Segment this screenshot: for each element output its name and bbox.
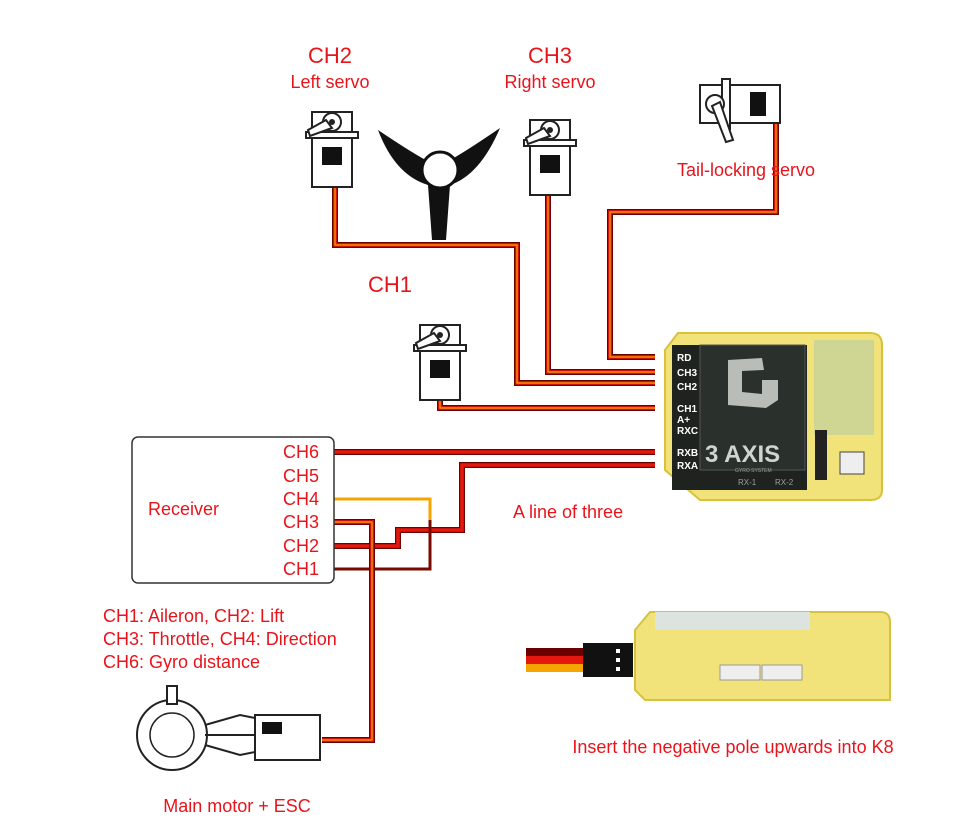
motor-esc-icon [136,685,321,771]
receiver-box [131,436,335,584]
ch1-title: CH1 [368,272,412,297]
pin-ch2: CH2 [677,382,697,393]
pin-rxb: RXB [677,448,698,459]
wire-ch2-left-servo [332,188,655,386]
ch3-title: CH3 [528,43,572,68]
gyro-board: 3 AXIS GYRO SYSTEM RX-1 RX-2 RD CH3 CH2 … [664,332,883,501]
wire-ch4-ch1 [330,497,432,571]
rx-ch1: CH1 [283,559,319,579]
wire-tail-servo [607,122,779,360]
pin-rxc: RXC [677,426,698,437]
port-rx1: RX-1 [738,478,757,487]
ch2-subtitle: Left servo [290,72,369,92]
pin-ch1: CH1 [677,404,697,415]
pin-rd: RD [677,353,691,364]
gyro-sub: GYRO SYSTEM [735,468,772,474]
swashplate-icon [378,128,500,240]
pin-rxa: RXA [677,461,698,472]
line-of-three-label: A line of three [513,502,623,522]
left-servo-icon [305,111,359,188]
right-servo-icon [523,119,577,196]
insert-note: Insert the negative pole upwards into K8 [572,737,893,757]
pin-a: A+ [677,415,690,426]
mapping-line-1: CH1: Aileron, CH2: Lift [103,606,284,626]
motor-label: Main motor + ESC [163,796,311,816]
tail-servo-icon [699,78,781,144]
pin-ch3: CH3 [677,368,697,379]
rx-ch3: CH3 [283,512,319,532]
wire-ch1-servo [437,398,655,411]
ch1-servo-icon [413,324,467,401]
mapping-line-3: CH6: Gyro distance [103,652,260,672]
mapping-line-2: CH3: Throttle, CH4: Direction [103,629,337,649]
wire-ch3-right-servo [545,195,655,375]
port-rx2: RX-2 [775,478,794,487]
wire-ch3-esc [322,519,375,743]
gyro-side-view [526,611,891,701]
rx-ch6: CH6 [283,442,319,462]
ch3-subtitle: Right servo [504,72,595,92]
ch2-title: CH2 [308,43,352,68]
tail-servo-label: Tail-locking servo [677,160,815,180]
rx-ch4: CH4 [283,489,319,509]
rx-ch5: CH5 [283,466,319,486]
gyro-brand: 3 AXIS [705,441,780,468]
rx-ch2: CH2 [283,536,319,556]
receiver-label: Receiver [148,499,219,519]
